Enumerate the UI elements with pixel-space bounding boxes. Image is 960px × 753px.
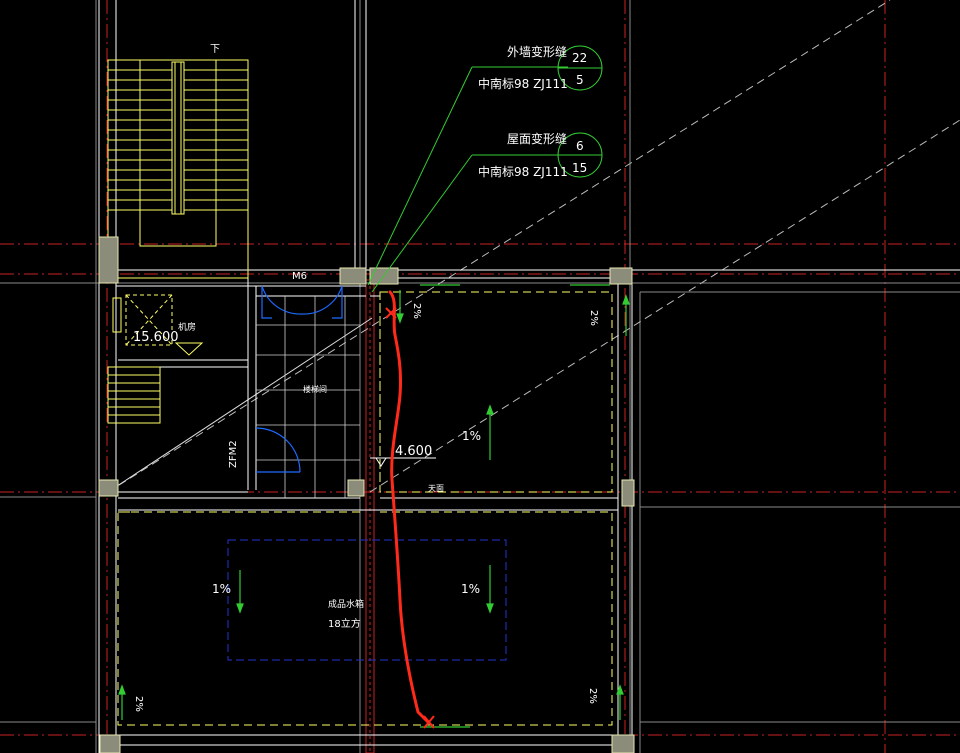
machine-room-outline	[112, 297, 204, 356]
slope-label-5: 1%	[461, 582, 480, 596]
slope-label-2: 2%	[588, 310, 599, 326]
main-stair	[107, 59, 249, 279]
skylight-label: 天面	[428, 484, 444, 493]
stair-room-tiles	[256, 296, 360, 498]
callout-2-num-top: 6	[576, 139, 584, 153]
stair-direction-label: 下	[210, 44, 220, 55]
slope-arrows	[118, 284, 630, 728]
water-tank-outline	[227, 539, 507, 661]
callout-2-title: 屋面变形缝	[507, 131, 567, 146]
slope-label-3: 1%	[462, 429, 481, 443]
door-m6-label: M6	[292, 271, 307, 282]
roof-elevation-marker	[370, 457, 436, 467]
wall-linework	[98, 0, 960, 753]
callout-1-ref: 中南标98 ZJ111	[478, 76, 568, 91]
door-m6	[261, 285, 343, 319]
stair-room-label: 楼梯间	[303, 384, 327, 394]
red-markup-stroke	[388, 290, 430, 724]
callout-leaders	[367, 45, 603, 293]
slope-label-4: 1%	[212, 582, 231, 596]
callout-2-ref: 中南标98 ZJ111	[478, 164, 568, 179]
section-diagonals	[107, 0, 960, 493]
roof-boundary-lower	[117, 511, 613, 726]
door-zfm2	[255, 427, 301, 473]
callout-1-num-top: 22	[572, 51, 587, 65]
roof-boundary-upper	[379, 291, 613, 493]
callout-1-num-bottom: 5	[576, 73, 584, 87]
callout-1-title: 外墙变形缝	[507, 44, 567, 59]
door-zfm2-label: ZFM2	[228, 440, 239, 468]
slope-label-6: 2%	[133, 696, 144, 712]
slope-label-7: 2%	[587, 688, 598, 704]
callout-2-num-bottom: 15	[572, 161, 587, 175]
tank-label: 成品水箱	[328, 598, 364, 610]
column-pads	[98, 236, 635, 753]
lower-stair-treads	[108, 374, 160, 416]
slope-label-1: 2%	[411, 303, 422, 319]
stair-treads	[108, 69, 248, 211]
lower-stair	[107, 366, 161, 424]
tank-capacity: 18立方	[328, 617, 361, 630]
machine-room-label: 机房	[178, 321, 196, 333]
red-markup-marks	[385, 307, 435, 729]
roof-elevation: 4.600	[395, 444, 432, 459]
section-diagonal-solid	[107, 317, 373, 493]
access-hatch	[125, 294, 173, 346]
machine-room-elevation: 15.600	[133, 330, 179, 345]
expansion-joint-strip	[365, 279, 375, 753]
